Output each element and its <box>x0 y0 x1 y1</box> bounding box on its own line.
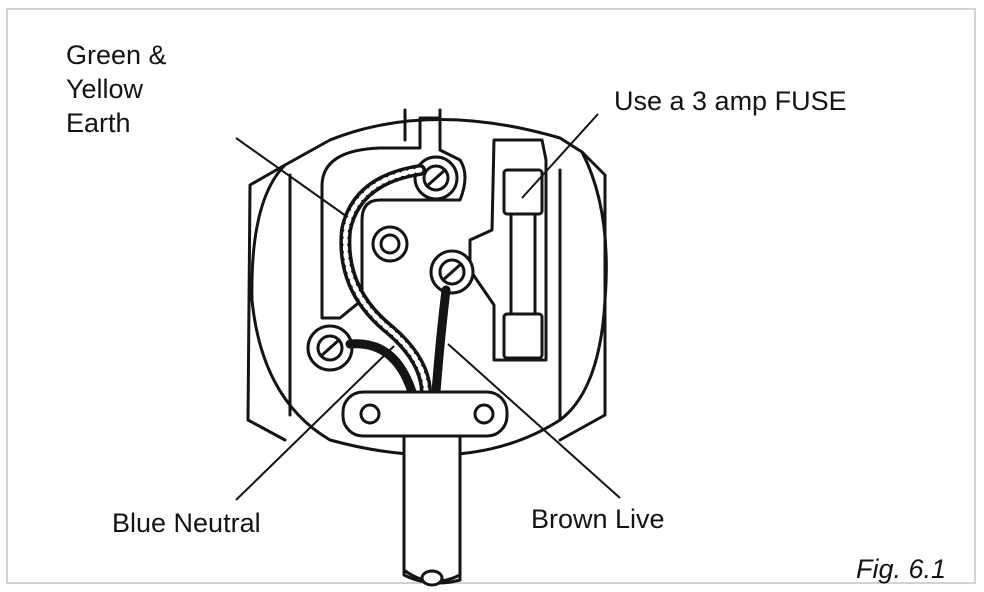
leader-neutral <box>235 345 395 501</box>
cord-grip <box>341 390 509 438</box>
label-earth-line-3: Earth <box>66 108 131 138</box>
label-neutral: Blue Neutral <box>112 508 261 538</box>
leader-earth <box>235 137 347 217</box>
earth-pin-slot <box>403 108 442 152</box>
neutral-wire <box>345 339 417 397</box>
leader-live <box>447 343 621 499</box>
cable <box>402 418 462 585</box>
label-live: Brown Live <box>531 504 665 534</box>
live-wire <box>431 285 451 397</box>
figure-frame <box>6 8 976 584</box>
label-fuse: Use a 3 amp FUSE <box>614 86 847 116</box>
cord-grip-screw-left <box>359 403 381 425</box>
fuse <box>502 168 544 216</box>
fuse-body <box>509 212 537 316</box>
label-earth: Green & Yellow Earth <box>66 38 167 140</box>
cord-grip-screw-right <box>473 403 495 425</box>
label-earth-line-2: Yellow <box>66 74 144 104</box>
plug-left-side <box>246 163 287 442</box>
leader-fuse <box>521 113 599 199</box>
label-earth-line-1: Green & <box>66 40 167 70</box>
plug-cavity <box>320 116 467 320</box>
plug-right-side <box>558 150 607 442</box>
fuse-cap-bottom <box>502 312 544 360</box>
figure-caption: Fig. 6.1 <box>856 554 947 584</box>
fuse-housing <box>468 138 548 362</box>
